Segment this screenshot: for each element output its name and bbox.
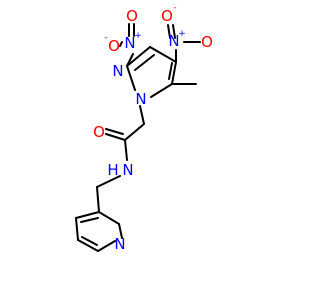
bond xyxy=(124,139,128,161)
bond xyxy=(126,65,136,91)
nitro-b-nitrogen-label: N xyxy=(124,34,135,52)
nitro-a-nitrogen-label: N xyxy=(168,32,179,50)
amide-nitrogen-label: N xyxy=(122,161,133,179)
bond xyxy=(75,217,79,241)
amide-oxygen-label: O xyxy=(93,123,105,141)
nitro-b-oxygen-left-charge: - xyxy=(104,33,107,43)
nitro-a-oxygen-right-label: O xyxy=(201,33,213,51)
bond xyxy=(126,46,151,67)
bond xyxy=(75,211,100,219)
bond xyxy=(98,211,120,225)
bond xyxy=(96,186,100,213)
nitro-a-oxygen-top-charge: - xyxy=(173,3,176,13)
bond xyxy=(126,53,134,67)
bond xyxy=(119,41,123,47)
amide-hydrogen-label: H xyxy=(107,161,118,179)
bond xyxy=(80,217,99,223)
bond xyxy=(172,24,176,39)
bond xyxy=(167,24,171,39)
atom-n1-label: N xyxy=(135,90,146,108)
bond xyxy=(105,133,126,141)
bond xyxy=(149,46,177,63)
atom-labels: N N N + O - O N + O - O O N H N xyxy=(93,3,213,253)
bond xyxy=(139,105,145,125)
bond xyxy=(81,236,98,246)
bond xyxy=(118,223,123,239)
bonds xyxy=(75,23,201,252)
nitro-a-nitrogen-charge: + xyxy=(178,29,186,39)
nitro-b-oxygen-top-label: O xyxy=(126,7,138,25)
bond xyxy=(124,123,145,141)
bond xyxy=(134,54,155,71)
molecule-structure: N N N + O - O N + O - O O N H N xyxy=(75,3,213,253)
bond xyxy=(168,62,173,80)
bond xyxy=(105,128,124,135)
bond xyxy=(96,175,121,188)
nitro-b-oxygen-left-label: O xyxy=(108,37,120,55)
bond xyxy=(77,239,99,252)
pyridine-nitrogen-label: N xyxy=(114,235,125,253)
nitro-b-nitrogen-charge: + xyxy=(134,31,142,41)
atom-n2-label: N xyxy=(112,62,123,80)
bond xyxy=(171,61,177,85)
bond xyxy=(150,83,173,98)
bond xyxy=(97,240,116,252)
nitro-a-oxygen-top-label: O xyxy=(161,7,173,25)
